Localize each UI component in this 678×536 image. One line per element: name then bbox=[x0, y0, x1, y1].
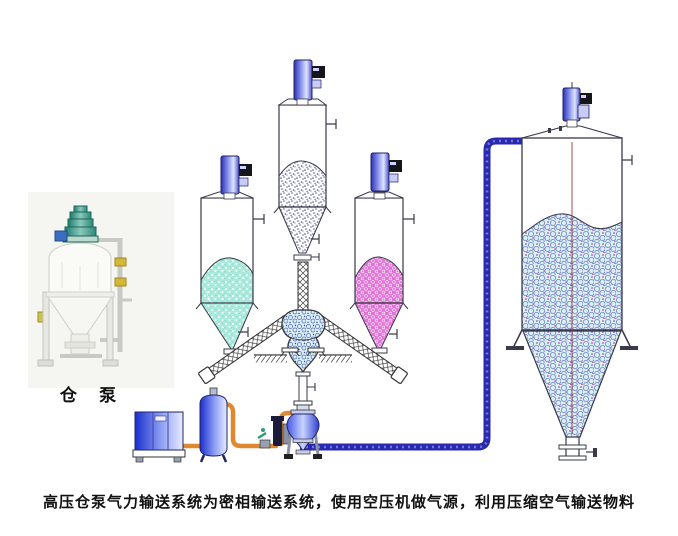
hopper-cyan-cone bbox=[200, 302, 254, 350]
silo-foot-left bbox=[506, 346, 524, 350]
conveying-pipe bbox=[300, 137, 522, 451]
hopper-cyan-top-valve bbox=[220, 155, 252, 200]
compressor-vent bbox=[154, 415, 167, 422]
air-receiver-tank bbox=[199, 387, 228, 463]
photo-leg-left bbox=[42, 291, 50, 361]
storage-silo bbox=[506, 82, 638, 461]
caption-text: 高压仓泵气力输送系统为密相输送系统，使用空压机做气源，利用压缩空气输送物料 bbox=[42, 495, 635, 511]
conveyor-vertical bbox=[293, 253, 320, 313]
hopper-cyan-cone-nozzle bbox=[238, 327, 249, 337]
conveyor-right-end-cap bbox=[390, 366, 408, 384]
air-compressor bbox=[132, 411, 186, 463]
hopper-magenta-side-nozzle bbox=[403, 214, 415, 224]
cangbeng-label: 仓 泵 bbox=[59, 386, 117, 405]
conveyor-right bbox=[315, 314, 408, 384]
silo-side-nozzle bbox=[622, 155, 633, 165]
mixer-drop-pipe bbox=[293, 371, 316, 406]
hopper-magenta bbox=[349, 152, 415, 354]
mixer-support-right bbox=[307, 347, 325, 353]
valve-actuator-box bbox=[239, 164, 252, 176]
hopper-gray-cone bbox=[278, 206, 327, 254]
hopper-magenta-top-valve bbox=[370, 152, 402, 200]
photo-valve-yellow-1 bbox=[114, 257, 127, 267]
conveyor-left-end-cap bbox=[198, 366, 216, 384]
hopper-gray-top-valve bbox=[293, 59, 325, 106]
hopper-gray bbox=[273, 59, 337, 254]
air-valve-handle bbox=[257, 431, 267, 440]
photo-blue-box bbox=[54, 230, 68, 242]
mixer-support-left bbox=[281, 347, 299, 353]
filter-cartridge bbox=[273, 420, 282, 446]
ground-hatch bbox=[254, 347, 352, 363]
photo-valve-yellow-2 bbox=[114, 277, 127, 287]
photo-foot-left bbox=[37, 359, 54, 367]
silo-top-bolt-1 bbox=[548, 128, 551, 133]
cangbeng-photo bbox=[28, 192, 174, 388]
silo-foot-right bbox=[620, 346, 638, 350]
hopper-magenta-cone-nozzle bbox=[389, 329, 398, 339]
silo-top-valve bbox=[548, 82, 592, 133]
conveyor-left bbox=[198, 314, 291, 384]
air-filter-set bbox=[257, 416, 290, 449]
hopper-cyan-side-nozzle bbox=[253, 214, 265, 224]
hopper-gray-side-nozzle bbox=[326, 119, 337, 129]
hopper-cyan bbox=[195, 155, 265, 355]
drop-pipe-nozzle bbox=[307, 383, 316, 391]
silo-top-bolt-2 bbox=[559, 126, 562, 131]
hopper-gray-cone-nozzle bbox=[311, 234, 320, 244]
air-valve bbox=[259, 439, 271, 449]
mixer-vessel bbox=[281, 309, 326, 374]
pump-vessel bbox=[284, 404, 322, 459]
photo-foot-right bbox=[102, 359, 119, 367]
silo-discharge bbox=[558, 437, 597, 461]
photo-vessel-body bbox=[45, 242, 115, 358]
